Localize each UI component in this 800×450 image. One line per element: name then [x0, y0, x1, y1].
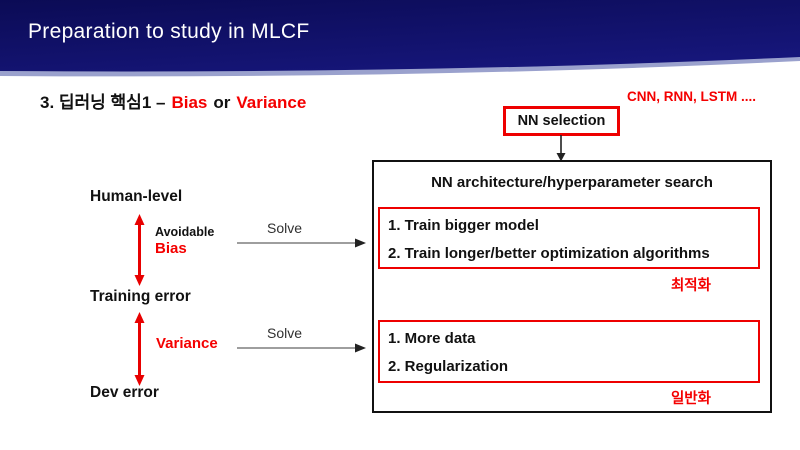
- bias-solution-item: 2. Train longer/better optimization algo…: [388, 245, 710, 262]
- bias-label: Bias: [155, 240, 187, 257]
- variance-solution-item: 2. Regularization: [388, 358, 509, 375]
- dev-error-label: Dev error: [90, 384, 159, 401]
- solve-label-bias: Solve: [267, 220, 303, 236]
- variance-solution-item: 1. More data: [388, 330, 476, 347]
- training-error-label: Training error: [90, 288, 191, 305]
- slide-title-bias: Bias: [171, 93, 208, 112]
- header-navy-shape: [0, 0, 800, 72]
- nn-search-box-title: NN architecture/hyperparameter search: [431, 174, 713, 191]
- solve-label-variance: Solve: [267, 325, 303, 341]
- slide-title: 3. 딥러닝 핵심1 – Bias or Variance: [40, 88, 306, 113]
- header-title: Preparation to study in MLCF: [28, 20, 310, 43]
- header-band: [0, 0, 800, 77]
- solve-arrow-icon: [237, 343, 366, 353]
- nn-selection-box: NN selection: [503, 106, 620, 136]
- slide-title-or: or: [213, 93, 231, 112]
- variance-double-arrow-icon: [134, 312, 145, 386]
- slide-title-variance: Variance: [236, 93, 307, 112]
- nn-types-note: CNN, RNN, LSTM ....: [627, 89, 756, 104]
- avoidable-label: Avoidable: [155, 225, 215, 239]
- human-level-label: Human-level: [90, 188, 183, 205]
- bias-solution-item: 1. Train bigger model: [388, 217, 539, 234]
- generalization-caption: 일반화: [670, 391, 711, 407]
- header-accent-sliver: [0, 55, 800, 77]
- bias-solutions-box: 1. Train bigger model 2. Train longer/be…: [378, 207, 760, 269]
- nn-search-box: NN architecture/hyperparameter search 1.…: [372, 160, 772, 413]
- bias-double-arrow-icon: [134, 214, 145, 286]
- slide-title-prefix: 3. 딥러닝 핵심1 –: [40, 93, 166, 112]
- variance-label: Variance: [156, 335, 218, 352]
- variance-solutions-box: 1. More data 2. Regularization: [378, 320, 760, 383]
- optimization-caption: 최적화: [670, 278, 711, 294]
- solve-arrow-icon: [237, 238, 366, 248]
- down-arrow-icon: [556, 135, 566, 162]
